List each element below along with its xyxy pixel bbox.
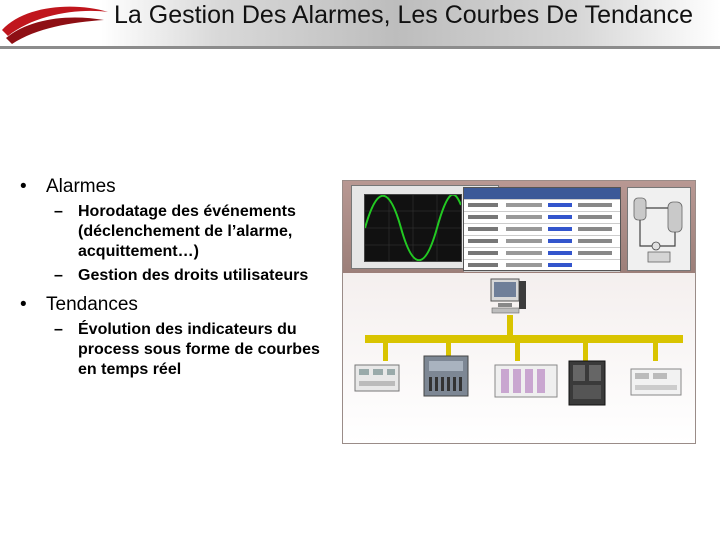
bullet-label: Tendances — [46, 294, 138, 315]
sub-bullet-horodatage: – Horodatage des événements (déclencheme… — [20, 202, 340, 262]
network-drop — [446, 341, 451, 361]
plc-device-icon — [354, 364, 400, 392]
scada-illustration — [342, 180, 696, 444]
bullet-list: • Alarmes – Horodatage des événements (d… — [20, 176, 340, 382]
bullet-label: Alarmes — [46, 176, 116, 197]
header-divider — [0, 46, 720, 49]
sub-bullet-marker: – — [54, 267, 63, 284]
plc-device-icon — [494, 364, 558, 398]
header-gradient-band — [0, 0, 720, 46]
plc-device-icon — [423, 355, 469, 397]
process-mimic-screenshot — [627, 187, 691, 271]
sub-bullet-text: Gestion des droits utilisateurs — [78, 267, 309, 284]
network-drop — [383, 341, 388, 361]
logo-swoosh-icon — [2, 6, 108, 44]
bullet-marker: • — [20, 294, 27, 315]
trend-screen — [364, 193, 462, 262]
sub-bullet-evolution: – Évolution des indicateurs du process s… — [20, 320, 340, 380]
network-drop — [515, 341, 520, 361]
sub-bullet-marker: – — [54, 203, 63, 220]
network-drop — [583, 341, 588, 361]
bullet-marker: • — [20, 176, 27, 197]
network-drop — [653, 341, 658, 361]
network-uplink — [507, 315, 513, 339]
bullet-tendances: • Tendances — [20, 294, 340, 316]
sub-bullet-droits: – Gestion des droits utilisateurs — [20, 266, 340, 286]
sub-bullet-text: Évolution des indicateurs du process sou… — [78, 321, 320, 378]
trend-curve — [364, 193, 462, 261]
alarm-table-screenshot — [463, 187, 621, 272]
sub-bullet-marker: – — [54, 321, 63, 338]
slide-title: La Gestion Des Alarmes, Les Courbes De T… — [114, 1, 694, 29]
plc-device-icon — [568, 360, 606, 406]
sub-bullet-text: Horodatage des événements (déclenchement… — [78, 203, 296, 260]
industrial-network-bus — [365, 335, 683, 343]
plc-device-icon — [630, 368, 682, 396]
slide-header: La Gestion Des Alarmes, Les Courbes De T… — [0, 0, 720, 56]
workstation-monitor-icon — [490, 278, 526, 314]
bullet-alarmes: • Alarmes — [20, 176, 340, 198]
